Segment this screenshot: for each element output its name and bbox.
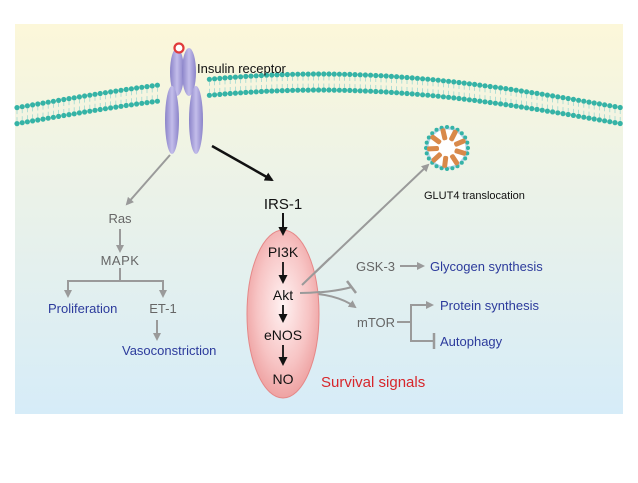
protein-synthesis-label: Protein synthesis [440, 298, 539, 313]
oval-chain-arrows [278, 213, 331, 366]
arrow-receptor-ras [125, 154, 171, 206]
pi3k-label: PI3K [268, 244, 299, 260]
insulin-receptor-label: Insulin receptor [197, 61, 287, 76]
glycogen-synthesis-label: Glycogen synthesis [430, 259, 543, 274]
enos-label: eNOS [264, 327, 302, 343]
cell-membrane [14, 71, 623, 127]
autophagy-label: Autophagy [440, 334, 503, 349]
mtor-label: mTOR [357, 315, 395, 330]
background-panel [15, 24, 623, 414]
arrow-mapk-et1 [120, 280, 167, 298]
et1-label: ET-1 [149, 301, 176, 316]
proliferation-label: Proliferation [48, 301, 117, 316]
ras-label: Ras [108, 211, 132, 226]
arrow-mtor-protein [410, 301, 434, 322]
no-label: NO [273, 371, 294, 387]
gsk3-label: GSK-3 [356, 259, 395, 274]
irs1-label: IRS-1 [264, 196, 302, 213]
mapk-label: MAPK [101, 253, 140, 268]
inhibit-bar-gsk3 [346, 280, 357, 294]
arrow-receptor-irs1 [211, 144, 274, 182]
arrow-mtor-autophagy [410, 322, 433, 342]
vasoconstriction-label: Vasoconstriction [122, 343, 216, 358]
glut4-label: GLUT4 translocation [424, 190, 525, 202]
survival-signals-label: Survival signals [321, 374, 425, 391]
akt-label: Akt [273, 287, 293, 303]
arrow-mapk-proliferation [64, 268, 121, 298]
insulin-ligand-icon [173, 42, 185, 54]
glut4-vesicle-icon [424, 125, 470, 171]
insulin-receptor-icon [165, 42, 203, 154]
